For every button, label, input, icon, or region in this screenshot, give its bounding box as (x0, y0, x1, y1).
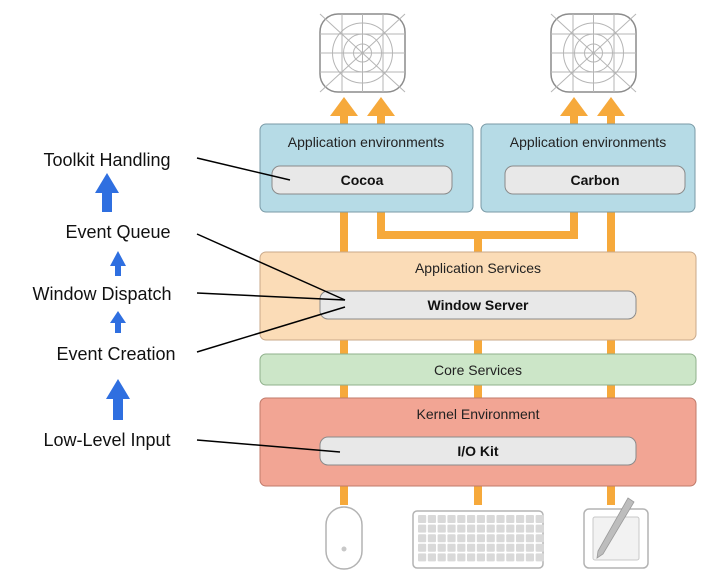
kernel-environment-title: Kernel Environment (417, 406, 540, 422)
keyboard-key (437, 553, 446, 562)
stage-arrows (95, 173, 130, 420)
keyboard-key (506, 553, 515, 562)
keyboard-key (447, 553, 456, 562)
keyboard-key (427, 524, 436, 533)
keyboard-key (447, 515, 456, 523)
keyboard-key (467, 515, 476, 523)
keyboard-key (447, 543, 456, 552)
window-server-label: Window Server (427, 297, 529, 313)
keyboard-key (486, 543, 495, 552)
io-kit-label: I/O Kit (457, 443, 499, 459)
keyboard-key (535, 553, 544, 562)
keyboard-key (447, 534, 456, 543)
app-environment-carbon: Application environments Carbon (480, 123, 696, 213)
keyboard-key (467, 553, 476, 562)
keyboard-key (427, 543, 436, 552)
up-arrow-icon (110, 251, 126, 276)
keyboard-key (476, 515, 485, 523)
stage-label-window-dispatch: Window Dispatch (32, 284, 171, 304)
keyboard-key (535, 515, 544, 523)
keyboard-key (506, 534, 515, 543)
flow-arrowheads (330, 97, 625, 116)
keyboard-icon (412, 510, 544, 569)
keyboard-key (486, 515, 495, 523)
cocoa-label: Cocoa (341, 172, 384, 188)
keyboard-key (486, 534, 495, 543)
application-services-layer: Application Services Window Server (259, 251, 697, 341)
keyboard-key (476, 534, 485, 543)
keyboard-key (467, 543, 476, 552)
up-arrow-icon (110, 311, 126, 333)
keyboard-key (486, 553, 495, 562)
stage-label-toolkit-handling: Toolkit Handling (43, 150, 170, 170)
keyboard-key (535, 543, 544, 552)
keyboard-key (457, 534, 466, 543)
keyboard-key (525, 524, 534, 533)
keyboard-key (496, 553, 505, 562)
app-icon-placeholder (319, 13, 406, 93)
keyboard-key (467, 534, 476, 543)
keyboard-key (427, 553, 436, 562)
app-icon-placeholder (550, 13, 637, 93)
keyboard-key (418, 515, 427, 523)
keyboard-key (476, 553, 485, 562)
keyboard-key (457, 515, 466, 523)
core-services-title: Core Services (434, 362, 522, 378)
mouse-icon (325, 506, 363, 570)
keyboard-key (496, 524, 505, 533)
stage-label-event-queue: Event Queue (65, 222, 170, 242)
keyboard-key (437, 515, 446, 523)
keyboard-key (437, 524, 446, 533)
keyboard-key (516, 524, 525, 533)
keyboard-key (496, 543, 505, 552)
keyboard-key (447, 524, 456, 533)
keyboard-key (525, 515, 534, 523)
keyboard-key (437, 543, 446, 552)
application-services-title: Application Services (415, 260, 541, 276)
keyboard-key (506, 543, 515, 552)
keyboard-key (516, 534, 525, 543)
keyboard-key (437, 534, 446, 543)
core-services-layer: Core Services (259, 353, 697, 386)
keyboard-key (418, 553, 427, 562)
app-environment-cocoa: Application environments Cocoa (259, 123, 474, 213)
keyboard-key (516, 543, 525, 552)
kernel-environment-layer: Kernel Environment I/O Kit (259, 397, 697, 487)
keyboard-key (525, 553, 534, 562)
graphics-tablet-icon (583, 497, 649, 569)
keyboard-key (476, 524, 485, 533)
keyboard-key (525, 534, 534, 543)
keyboard-key (535, 524, 544, 533)
keyboard-key (418, 534, 427, 543)
keyboard-key (506, 515, 515, 523)
up-arrow-icon (95, 173, 119, 212)
leader-lines (196, 157, 346, 453)
keyboard-key (418, 543, 427, 552)
keyboard-key (427, 515, 436, 523)
keyboard-key (486, 524, 495, 533)
keyboard-key (506, 524, 515, 533)
keyboard-key (525, 543, 534, 552)
keyboard-key (535, 534, 544, 543)
keyboard-key (516, 553, 525, 562)
app-environment-title: Application environments (510, 134, 666, 150)
keyboard-key (457, 543, 466, 552)
app-environment-title: Application environments (288, 134, 444, 150)
keyboard-key (427, 534, 436, 543)
keyboard-key (496, 534, 505, 543)
keyboard-key (516, 515, 525, 523)
keyboard-key (467, 524, 476, 533)
keyboard-key (496, 515, 505, 523)
stage-label-low-level-input: Low-Level Input (43, 430, 170, 450)
keyboard-key (457, 553, 466, 562)
keyboard-key (457, 524, 466, 533)
up-arrow-icon (106, 379, 130, 420)
keyboard-key (418, 524, 427, 533)
stage-label-event-creation: Event Creation (56, 344, 175, 364)
keyboard-key (476, 543, 485, 552)
carbon-label: Carbon (571, 172, 620, 188)
